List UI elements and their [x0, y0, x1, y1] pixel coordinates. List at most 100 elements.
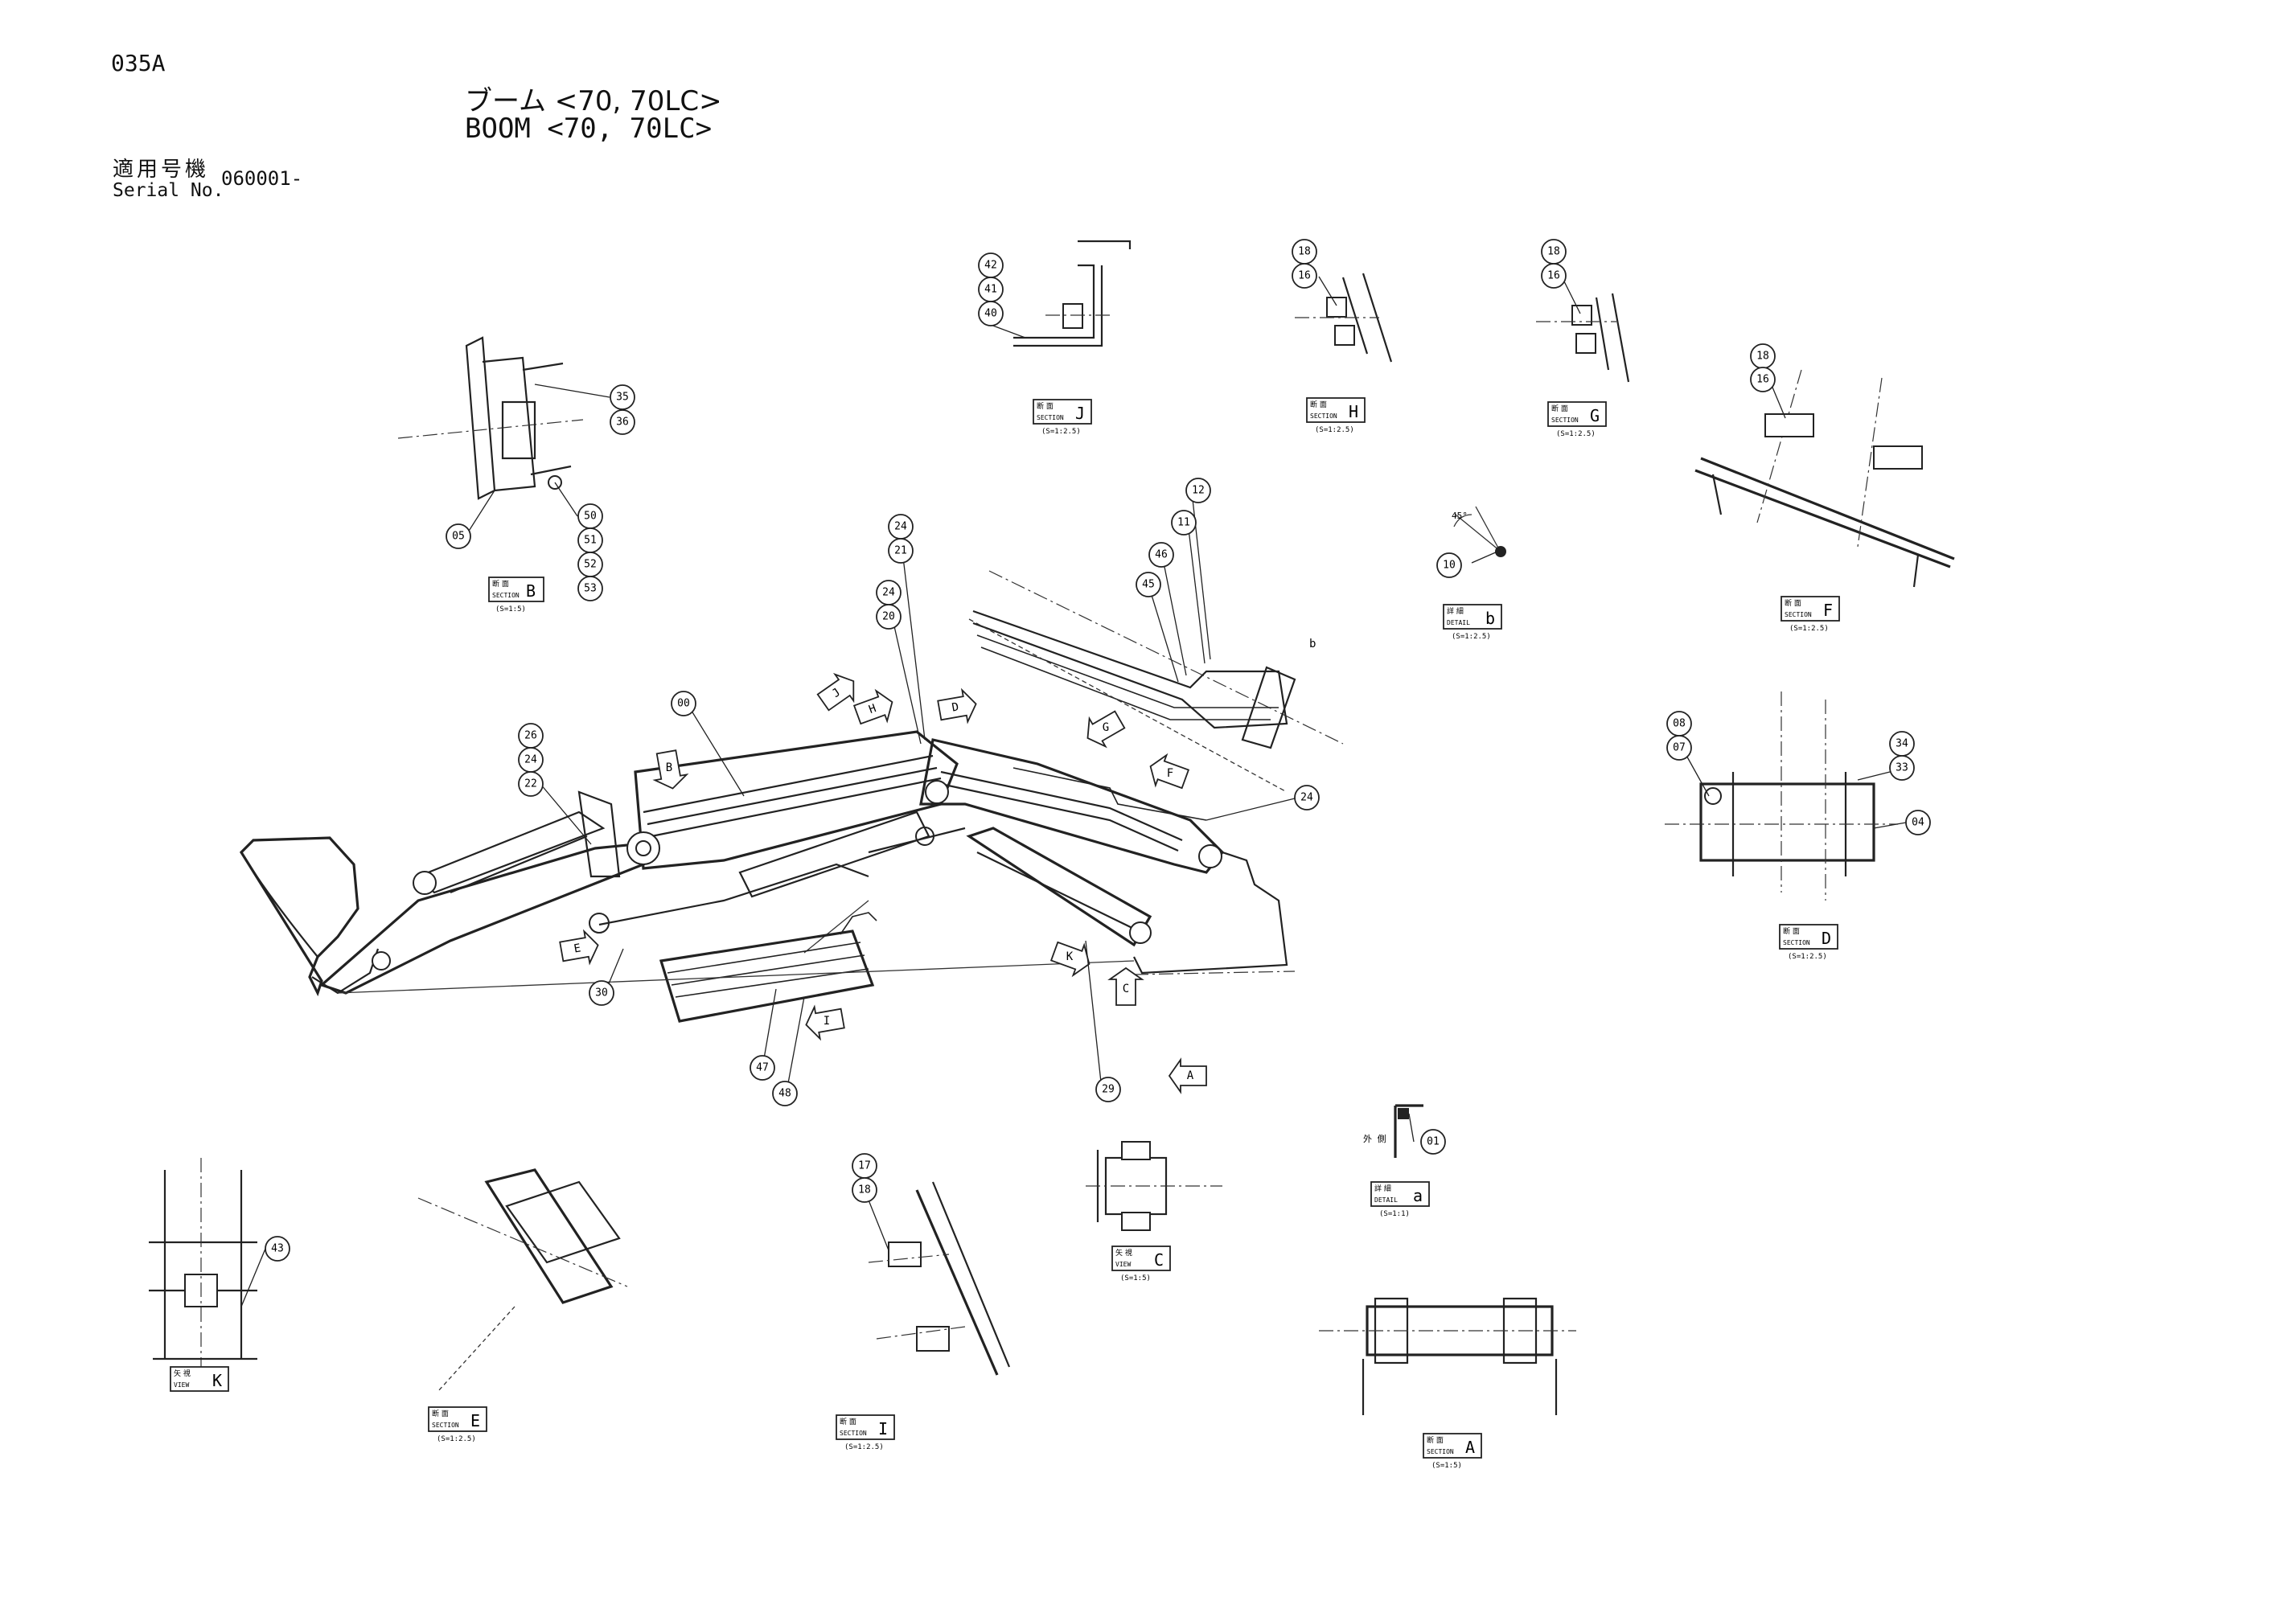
- arm-cylinder-rod: [868, 827, 966, 854]
- balloon-07: 07: [1666, 735, 1692, 761]
- boom-cylinder-rod-line: [976, 852, 1143, 934]
- svg-text:詳 細: 詳 細: [1447, 606, 1464, 616]
- svg-text:SECTION: SECTION: [1783, 939, 1810, 946]
- aux-pipe-block: [659, 930, 875, 1023]
- section-h-drawing: [1295, 273, 1393, 363]
- balloon-g-18: 18: [1541, 239, 1567, 265]
- balloon-24-right: 24: [1294, 785, 1320, 810]
- view-arrow-e: E: [559, 929, 599, 966]
- balloon-h-18: 18: [1292, 239, 1317, 265]
- svg-text:(S=1:1): (S=1:1): [1379, 1210, 1410, 1218]
- section-i-centerline-2: [876, 1326, 966, 1340]
- lower-link: [598, 863, 869, 926]
- section-h-plate-2: [1341, 277, 1369, 355]
- svg-text:(S=1:5): (S=1:5): [1120, 1274, 1151, 1282]
- svg-text:50: 50: [584, 511, 597, 523]
- svg-text:46: 46: [1155, 549, 1168, 561]
- svg-text:(S=1:5): (S=1:5): [1431, 1462, 1462, 1470]
- svg-text:SECTION: SECTION: [1785, 611, 1812, 618]
- boom-cylinder: [966, 827, 1152, 947]
- section-b-block: [482, 356, 536, 492]
- svg-text:(S=1:5): (S=1:5): [495, 605, 526, 614]
- svg-text:51: 51: [584, 535, 597, 547]
- svg-text:断 面: 断 面: [492, 579, 509, 589]
- balloon-12: 12: [1185, 478, 1211, 503]
- view-arrow-j: J: [816, 672, 855, 712]
- section-j-bracket-2: [1013, 265, 1103, 347]
- view-arrow-f: F: [1149, 753, 1190, 790]
- detail-b-line-1: [1455, 514, 1501, 552]
- connecting-hose: [1012, 767, 1207, 821]
- svg-text:K: K: [212, 1371, 222, 1390]
- view-arrow-c: C: [1107, 966, 1144, 1006]
- section-i-clamp-1: [888, 1241, 922, 1267]
- svg-text:断 面: 断 面: [1551, 404, 1568, 413]
- detail-a-weld: [1398, 1108, 1409, 1119]
- hose-route-upper: [972, 609, 1288, 729]
- view-arrow-h: H: [852, 688, 893, 725]
- section-a-drawing: [1319, 1297, 1576, 1415]
- svg-text:SECTION: SECTION: [1551, 417, 1579, 424]
- view-arrow-k: K: [1049, 941, 1090, 978]
- svg-text:07: 07: [1673, 742, 1686, 754]
- svg-text:41: 41: [984, 284, 997, 296]
- svg-text:SECTION: SECTION: [1037, 414, 1064, 421]
- balloon-g-16: 16: [1541, 263, 1567, 289]
- svg-text:16: 16: [1547, 270, 1560, 282]
- svg-text:J: J: [1075, 404, 1085, 423]
- svg-text:断 面: 断 面: [1783, 926, 1800, 936]
- svg-text:10: 10: [1443, 560, 1456, 572]
- boom-hose-2: [647, 766, 938, 826]
- svg-text:34: 34: [1896, 738, 1908, 750]
- section-g-drawing: [1536, 293, 1630, 383]
- balloon-17: 17: [852, 1153, 877, 1179]
- svg-text:矢 視: 矢 視: [174, 1369, 191, 1378]
- leader-lines: [240, 276, 1907, 1307]
- svg-text:A: A: [1465, 1438, 1475, 1457]
- balloon-53: 53: [577, 576, 603, 601]
- section-d-grease-fitting: [1704, 787, 1722, 805]
- svg-text:17: 17: [858, 1160, 871, 1172]
- boom-hose-5: [940, 782, 1179, 852]
- view-k-drawing: [149, 1158, 257, 1367]
- svg-text:20: 20: [882, 611, 895, 623]
- boom-arm-pin-core: [635, 840, 651, 856]
- balloon-04: 04: [1905, 810, 1931, 835]
- section-f-clamp-2: [1873, 445, 1923, 470]
- svg-text:(S=1:2.5): (S=1:2.5): [1452, 633, 1491, 641]
- bucket-cylinder-rod: [450, 835, 588, 894]
- svg-text:D: D: [1822, 929, 1831, 948]
- balloon-48: 48: [772, 1081, 798, 1106]
- svg-text:26: 26: [524, 730, 537, 742]
- svg-text:53: 53: [584, 583, 597, 595]
- view-c-drawing: [1086, 1141, 1222, 1231]
- svg-text:H: H: [1349, 402, 1358, 421]
- boom-hose-4: [940, 770, 1183, 842]
- section-e-centerline: [417, 1197, 628, 1287]
- svg-text:30: 30: [595, 987, 608, 999]
- balloon-40: 40: [978, 301, 1004, 326]
- label-section-g: 断 面 SECTION G (S=1:2.5): [1547, 401, 1607, 438]
- section-g-plate: [1611, 293, 1630, 383]
- section-j-bracket: [1013, 264, 1095, 339]
- label-section-b: 断 面 SECTION B (S=1:5): [488, 577, 544, 614]
- svg-text:SECTION: SECTION: [1427, 1448, 1454, 1455]
- balloon-29: 29: [1095, 1077, 1121, 1102]
- main-boom-assembly: [239, 570, 1344, 1023]
- svg-text:04: 04: [1912, 817, 1924, 829]
- svg-text:B: B: [666, 761, 672, 774]
- swing-post: [1133, 851, 1288, 975]
- hose-route-lower-2: [980, 646, 1271, 720]
- svg-text:35: 35: [616, 392, 629, 404]
- arm-cylinder: [738, 810, 930, 898]
- section-f-centerline-1: [1756, 369, 1802, 523]
- section-b-drawing: [397, 336, 584, 500]
- svg-text:矢 視: 矢 視: [1115, 1248, 1132, 1258]
- balloon-34: 34: [1889, 731, 1915, 757]
- svg-text:C: C: [1154, 1250, 1164, 1270]
- view-c-top-boss: [1121, 1141, 1151, 1160]
- detail-b-angle-arc: [1453, 514, 1472, 527]
- boom-edge-dashed: [968, 618, 1288, 793]
